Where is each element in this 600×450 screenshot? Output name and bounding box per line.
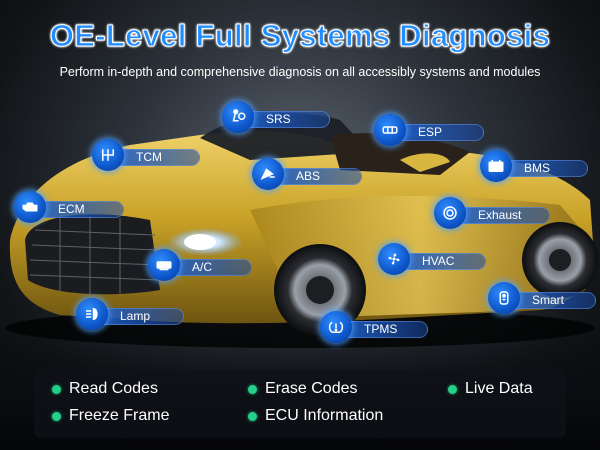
engine-icon [14,190,46,223]
system-label-lamp: Lamp [120,309,151,323]
system-tag-esp: ESP [374,113,484,146]
system-label-hvac: HVAC [422,254,455,268]
bullet-icon [248,384,257,394]
abs-icon [252,157,284,190]
system-label-smart: Smart [532,293,565,307]
system-tag-tpms: TPMS [320,310,428,343]
feature-panel: Read Codes Erase Codes Live Data Freeze … [34,370,566,438]
system-tag-ecm: ECM [14,190,124,223]
system-label-ac: A/C [192,260,213,274]
system-label-srs: SRS [266,112,291,126]
bullet-icon [52,411,61,421]
system-label-tcm: TCM [136,150,162,164]
ac-icon [148,248,180,281]
system-tag-ac: A/C [148,248,252,281]
system-label-tpms: TPMS [364,322,398,336]
battery-icon [480,149,512,182]
tire-pressure-icon [320,310,352,343]
headline: OE-Level Full Systems Diagnosis [49,18,551,54]
system-label-abs: ABS [296,169,321,183]
system-tag-smart: Smart [488,281,596,314]
feature-ecu-information: ECU Information [248,407,383,425]
esp-icon [374,113,406,146]
bullet-icon [248,411,257,421]
feature-freeze-frame: Freeze Frame [52,407,169,425]
smart-key-icon [488,281,520,314]
feature-read-codes: Read Codes [52,380,158,398]
system-label-esp: ESP [418,125,443,139]
exhaust-icon [434,196,466,229]
system-tag-abs: ABS [252,157,362,190]
system-tag-tcm: TCM [92,138,200,171]
system-label-bms: BMS [524,161,551,175]
system-tag-bms: BMS [480,149,588,182]
gearbox-icon [92,138,124,171]
feature-live-data: Live Data [448,380,533,398]
system-label-ecm: ECM [58,202,85,216]
system-tag-hvac: HVAC [378,242,486,275]
bullet-icon [448,384,457,394]
subline: Perform in-depth and comprehensive diagn… [59,65,541,79]
lamp-icon [76,297,108,330]
bullet-icon [52,384,61,394]
feature-erase-codes: Erase Codes [248,380,358,398]
system-tag-lamp: Lamp [76,297,184,330]
fan-icon [378,242,410,275]
airbag-icon [222,100,254,133]
system-label-exhaust: Exhaust [478,208,522,222]
system-tag-exhaust: Exhaust [434,196,550,229]
system-tag-srs: SRS [222,100,330,133]
